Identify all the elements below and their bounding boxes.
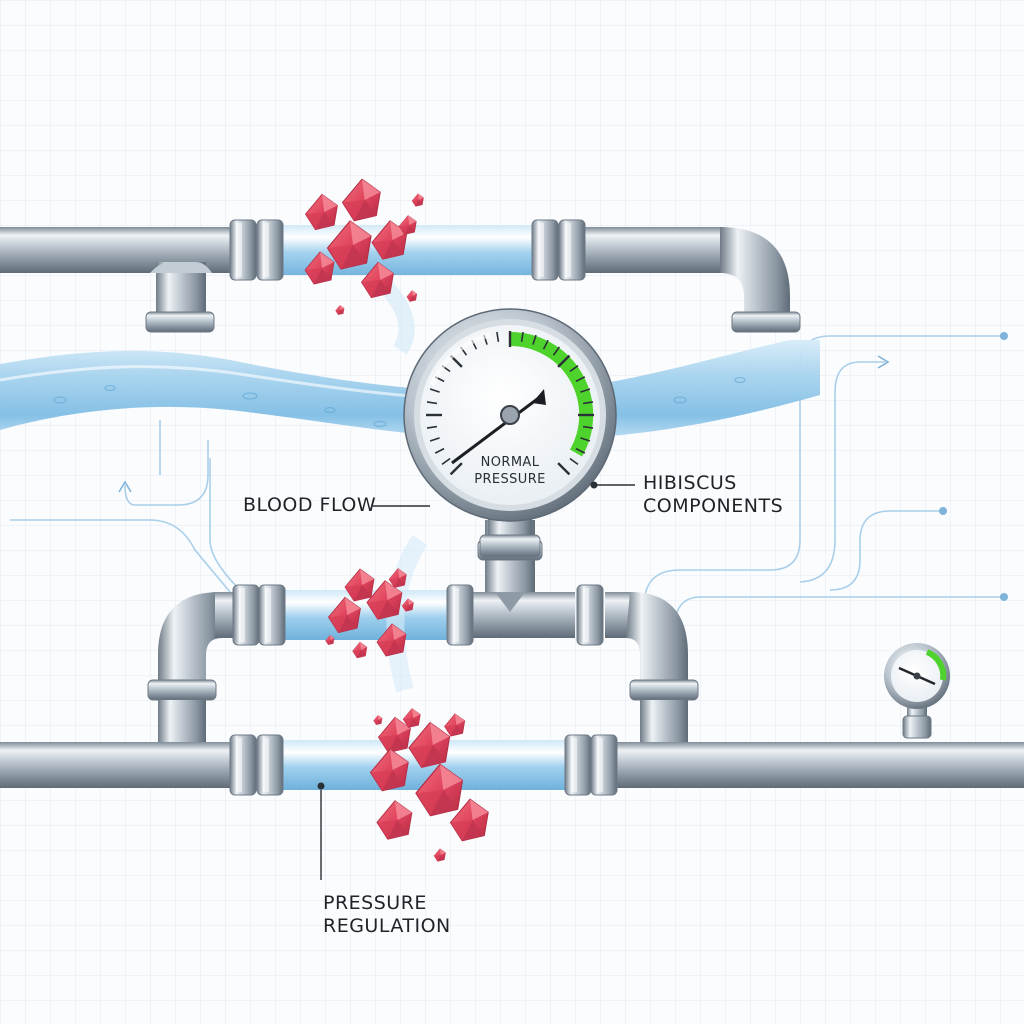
label-leaders — [320, 484, 635, 880]
hibiscus-crystal-cluster-icon — [325, 535, 428, 693]
gauge-label-normal: NORMAL — [480, 455, 540, 470]
gauge-tick — [575, 447, 586, 454]
hibiscus-crystal-cluster-icon — [304, 178, 424, 355]
gauge-tick — [557, 354, 571, 368]
gauge-tick — [441, 457, 451, 466]
leader-dot — [1000, 332, 1008, 340]
leader-dot — [590, 481, 598, 489]
label-pressure-line1: PRESSURE — [323, 892, 427, 914]
gauge-tick — [426, 425, 438, 429]
gauge-tick — [580, 388, 591, 393]
gauge-tick — [434, 447, 445, 454]
gauge-tick — [542, 339, 549, 350]
gauge-tick — [569, 457, 579, 466]
gauge-tick — [582, 401, 594, 405]
leader-line — [799, 361, 885, 583]
gauge-tick — [496, 331, 500, 343]
label-hibiscus-line1: HIBISCUS — [643, 472, 737, 494]
label-blood-flow: BLOOD FLOW — [243, 494, 376, 517]
flow-arrow-icon — [118, 355, 890, 493]
gauge-tick — [426, 401, 438, 405]
leader-line — [209, 458, 241, 591]
gauge-tick — [520, 331, 524, 343]
leader-dot — [317, 782, 325, 790]
label-hibiscus-components: HIBISCUS COMPONENTS — [643, 472, 783, 518]
gauge-tick — [429, 437, 440, 442]
leader-dot — [939, 507, 947, 515]
gauge-tick — [532, 334, 537, 345]
gauge-label-pressure: PRESSURE — [474, 472, 546, 487]
label-blood-flow-text: BLOOD FLOW — [243, 494, 377, 516]
gauge-tick — [582, 425, 594, 429]
label-hibiscus-line2: COMPONENTS — [643, 495, 784, 517]
leader-dot — [1000, 593, 1008, 601]
gauge-tick — [575, 376, 586, 383]
gauge-tick — [580, 437, 591, 442]
leader-line — [10, 519, 246, 611]
leader-line — [124, 440, 209, 506]
small-pressure-gauge-icon — [884, 643, 950, 739]
pressure-gauge-icon — [403, 308, 617, 558]
gauge-tick — [569, 364, 579, 373]
leader-line — [829, 510, 943, 591]
gauge-tick — [557, 462, 571, 476]
gauge-tick — [449, 462, 463, 476]
bottom-pipe — [0, 734, 1024, 796]
gauge-tick — [552, 346, 561, 356]
middle-pipe-loop — [147, 520, 699, 742]
leader-dots — [939, 332, 1008, 601]
gauge-tick — [429, 388, 440, 393]
label-pressure-line2: REGULATION — [323, 915, 451, 937]
label-pressure-regulation: PRESSURE REGULATION — [323, 892, 451, 938]
